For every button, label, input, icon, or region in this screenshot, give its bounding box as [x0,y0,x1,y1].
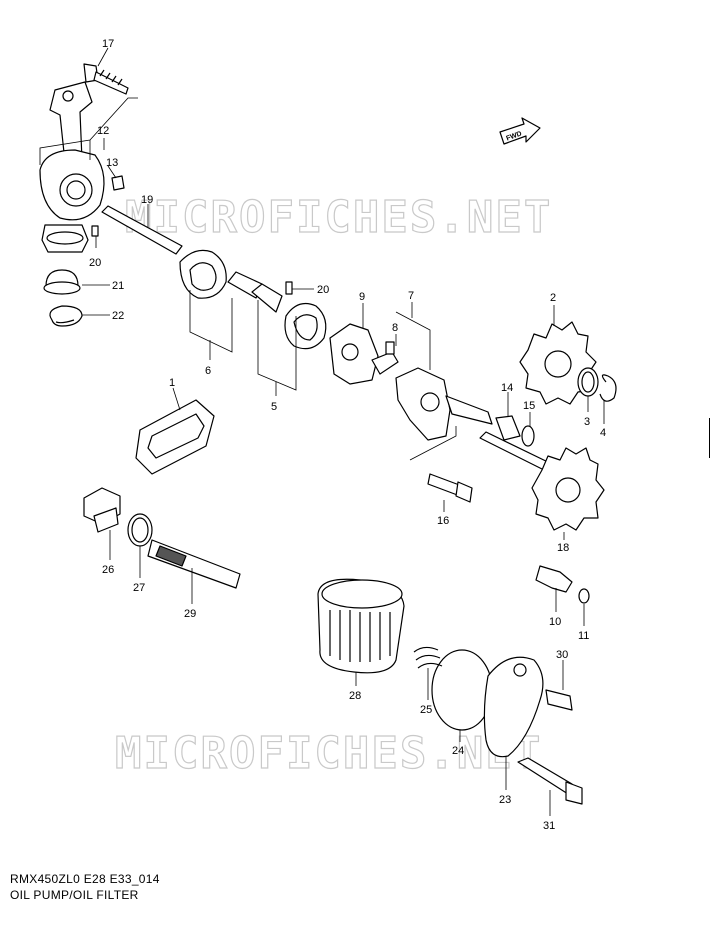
callout-17: 17 [102,38,114,50]
callout-10: 10 [549,616,561,628]
callout-26: 26 [102,564,114,576]
callout-14: 14 [501,382,513,394]
callout-16: 16 [437,515,449,527]
edge-tick [709,418,718,458]
shaft-19-part [101,205,183,255]
diagram-code: RMX450ZL0 E28 E33_014 [10,872,160,886]
outer-rotor-5-part [284,303,327,350]
pin-20-part [91,225,99,237]
callout-29: 29 [184,608,196,620]
callout-30: 30 [556,649,568,661]
gasket-1-part [135,399,215,475]
bolt-17-part [83,63,129,95]
filter-cap-23-part [483,656,544,758]
callout-13: 13 [106,157,118,169]
callout-21: 21 [112,280,124,292]
drain-plug-26-part [83,487,121,533]
callout-4: 4 [600,427,606,439]
callout-20b: 20 [317,284,329,296]
cap-21-part [43,269,81,295]
callout-7: 7 [408,290,414,302]
pump-lever-part [39,81,125,253]
callout-8: 8 [392,322,398,334]
pin-14-part [495,415,521,441]
callout-1: 1 [169,377,175,389]
diagram-title: OIL PUMP/OIL FILTER [10,888,139,902]
bolt-16-part [427,473,473,503]
callout-20a: 20 [89,257,101,269]
outer-rotor-6-part [179,249,227,299]
callout-22: 22 [112,310,124,322]
fwd-arrow-icon [499,117,541,145]
watermark-top: MICROFICHES.NET [125,192,552,243]
callout-3: 3 [584,416,590,428]
callout-19: 19 [141,194,153,206]
callout-18: 18 [557,542,569,554]
strainer-29-part [147,539,241,589]
pump-body-9-part [329,323,399,385]
washer-15-part [521,425,535,447]
callout-2: 2 [550,292,556,304]
circlip-22-part [49,305,83,327]
plug-10-part [535,565,573,593]
callout-12: 12 [97,125,109,137]
shaft-18-part [479,431,553,473]
callout-9: 9 [359,291,365,303]
leader-lines [39,47,605,816]
pump-body-7-part [385,341,493,441]
callout-23: 23 [499,794,511,806]
bolt-30-part [545,689,573,711]
gear-18-part [531,447,605,531]
callout-27: 27 [133,582,145,594]
oil-filter-28-part [317,578,405,674]
bolt-31-part [517,757,583,805]
gear-2-part [519,321,597,405]
callout-24: 24 [452,745,464,757]
circlip-4-part [599,374,617,402]
inner-rotor-part [227,271,293,313]
o-ring-24-part [431,649,493,731]
callout-6: 6 [205,365,211,377]
callout-31: 31 [543,820,555,832]
spring-25-part [413,646,443,669]
callout-25: 25 [420,704,432,716]
callout-15: 15 [523,400,535,412]
callout-28: 28 [349,690,361,702]
callout-5: 5 [271,401,277,413]
watermark-bottom: MICROFICHES.NET [115,728,542,779]
o-ring-11-part [578,588,590,604]
callout-labels: 17 12 13 19 20 21 22 20 6 5 9 7 8 2 14 1… [89,38,606,832]
callout-11: 11 [578,630,589,642]
